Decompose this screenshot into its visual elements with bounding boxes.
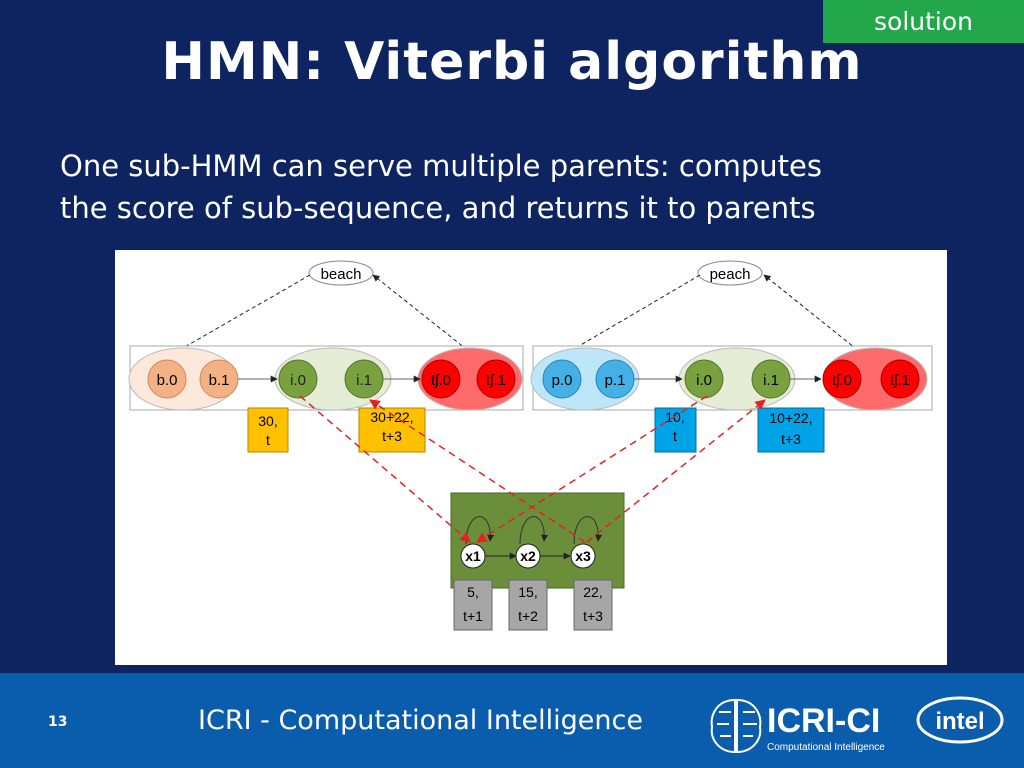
hmn-diagram: beach peach b.0 b.1 i.0 i.1 xyxy=(128,260,933,631)
subtitle-line-2: the score of sub-sequence, and returns i… xyxy=(60,191,816,225)
state-p0 xyxy=(542,359,582,399)
parent-node-beach: beach xyxy=(308,260,374,286)
svg-text:t+3: t+3 xyxy=(781,431,801,447)
sub-state-x2 xyxy=(515,543,541,569)
svg-text:i.0: i.0 xyxy=(290,372,306,389)
red-arrow-i0-right-to-x1 xyxy=(476,395,708,543)
arrow-t1-to-beach xyxy=(372,274,496,373)
svg-text:b.1: b.1 xyxy=(209,372,230,389)
svg-text:i.1: i.1 xyxy=(356,372,372,389)
svg-text:tʃ.0: tʃ.0 xyxy=(431,372,451,389)
svg-text:t+3: t+3 xyxy=(583,608,603,624)
svg-text:5,: 5, xyxy=(467,584,479,600)
svg-text:t+3: t+3 xyxy=(382,428,402,444)
svg-text:22,: 22, xyxy=(583,584,602,600)
svg-text:t: t xyxy=(266,432,270,448)
arrow-t1-to-peach xyxy=(763,274,886,373)
logo-name: ICRI-CI xyxy=(767,702,880,740)
state-i0-left xyxy=(278,359,318,399)
arrow-p0-to-peach xyxy=(561,274,701,357)
svg-text:x1: x1 xyxy=(465,548,481,564)
page-number: 13 xyxy=(48,714,68,730)
sub-score-x2: 15, t+2 xyxy=(508,579,548,631)
svg-text:15,: 15, xyxy=(518,584,537,600)
svg-text:tʃ.1: tʃ.1 xyxy=(890,372,910,389)
slide-subtitle: One sub-HMM can serve multiple parents: … xyxy=(60,145,1000,229)
footer-text: ICRI - Computational Intelligence xyxy=(198,705,643,736)
solution-badge: solution xyxy=(823,0,1024,43)
self-loop-x3 xyxy=(573,516,603,545)
parent-node-peach: peach xyxy=(697,260,763,286)
state-t0-right xyxy=(822,359,862,399)
svg-text:t+1: t+1 xyxy=(463,608,483,624)
score-box-right-32: 10+22, t+3 xyxy=(757,407,825,453)
sub-score-x1: 5, t+1 xyxy=(453,579,493,631)
red-arrow-i0-to-x1 xyxy=(299,395,471,543)
red-arrow-x3-to-i1-right xyxy=(586,399,766,543)
sub-state-x3 xyxy=(570,543,596,569)
sub-score-x3: 22, t+3 xyxy=(573,579,613,631)
svg-text:beach: beach xyxy=(321,266,362,283)
state-t1-left xyxy=(476,359,516,399)
score-box-left-30: 30, t xyxy=(247,407,289,453)
footer-bar xyxy=(0,673,1024,768)
svg-text:p.0: p.0 xyxy=(552,372,573,389)
svg-text:t+2: t+2 xyxy=(518,608,538,624)
state-b0 xyxy=(147,359,187,399)
state-t0-left xyxy=(421,359,461,399)
slide-title: HMN: Viterbi algorithm xyxy=(161,32,863,92)
arrow-b0-to-beach xyxy=(168,274,311,357)
svg-text:x3: x3 xyxy=(575,548,591,564)
state-t1-right xyxy=(880,359,920,399)
svg-text:x2: x2 xyxy=(520,548,536,564)
icri-intel-logo: ICRI-CI Computational Intelligence intel xyxy=(710,696,1004,754)
svg-text:i.1: i.1 xyxy=(763,372,779,389)
svg-text:tʃ.1: tʃ.1 xyxy=(486,372,506,389)
score-box-left-52: 30+22, t+3 xyxy=(358,407,426,453)
intel-logo-icon: intel xyxy=(916,696,1004,744)
score-box-right-10: 10, t xyxy=(654,407,697,453)
logo-tagline: Computational Intelligence xyxy=(767,742,885,753)
svg-text:30,: 30, xyxy=(258,413,277,429)
svg-text:30+22,: 30+22, xyxy=(370,409,413,425)
svg-text:b.0: b.0 xyxy=(157,372,178,389)
self-loop-x2 xyxy=(519,516,549,545)
svg-text:tʃ.0: tʃ.0 xyxy=(832,372,852,389)
svg-text:10+22,: 10+22, xyxy=(769,410,812,426)
brain-icon xyxy=(710,698,762,754)
diagram-panel: beach peach b.0 b.1 i.0 i.1 xyxy=(115,250,947,665)
red-arrow-x3-to-i1 xyxy=(369,399,586,543)
intel-brand-text: intel xyxy=(935,708,984,735)
sub-state-x1 xyxy=(460,543,486,569)
svg-text:p.1: p.1 xyxy=(605,372,626,389)
svg-text:peach: peach xyxy=(710,266,751,283)
subtitle-line-1: One sub-HMM can serve multiple parents: … xyxy=(60,149,822,183)
svg-text:i.0: i.0 xyxy=(696,372,712,389)
svg-text:t: t xyxy=(673,428,677,444)
